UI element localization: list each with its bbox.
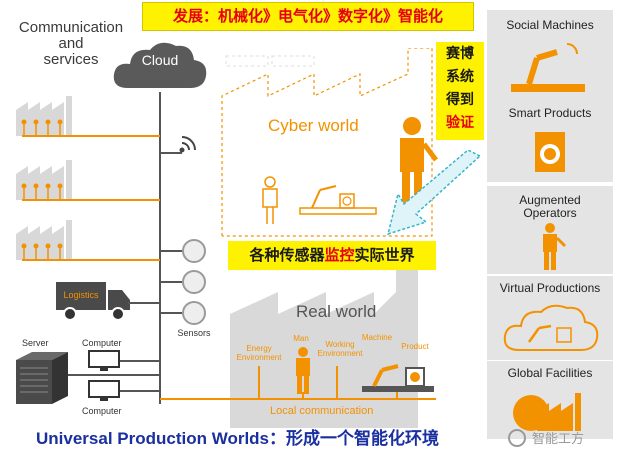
panel-augmented-operators: Augmented Operators <box>487 186 613 274</box>
communication-services-label: Communication and services <box>18 19 124 68</box>
dial-sensor-icon <box>182 270 206 294</box>
cloud-icon <box>113 42 207 88</box>
panel-social-machines: Social Machines <box>487 10 613 100</box>
top-banner: 发展：机械化》电气化》数字化》智能化 <box>142 2 474 31</box>
machine-label: Machine <box>361 333 393 342</box>
local-comm-tick-4 <box>396 392 398 398</box>
truck-icon <box>56 282 130 321</box>
cyber-verified-callout: 赛博 系统 得到 验证 <box>436 42 484 140</box>
gauge-sensor-icon <box>182 239 206 263</box>
worker-icon <box>296 347 310 394</box>
cyber-world-label: Cyber world <box>268 116 359 135</box>
wireless-icon <box>179 136 196 153</box>
robot-arm-outline-icon <box>299 185 377 215</box>
logistics-label: Logistics <box>63 290 99 300</box>
factory-2-link <box>22 199 160 201</box>
probe-sensor-icon <box>182 301 206 325</box>
factory-3-link <box>22 259 160 261</box>
computer-icon-top <box>88 350 120 371</box>
panel-title-smart-products: Smart Products <box>508 106 592 120</box>
local-comm-tick-2 <box>302 392 304 398</box>
local-comm-line <box>160 398 436 400</box>
panel-virtual-productions: Virtual Productions <box>487 276 613 360</box>
local-comm-tick-3 <box>336 366 338 398</box>
factory-icon-3 <box>16 220 72 260</box>
panel-smart-products: Smart Products <box>487 100 613 182</box>
sensor-link-1 <box>160 250 182 252</box>
factory-icon-1 <box>16 96 72 136</box>
computer-link-bottom <box>120 390 160 392</box>
local-communication-label: Local communication <box>270 405 374 417</box>
real-world-label: Real world <box>296 302 377 321</box>
man-label: Man <box>293 334 309 343</box>
logistics-link <box>128 302 160 304</box>
sensor-link-3 <box>160 312 182 314</box>
sensor-monitoring-callout: 各种传感器监控实际世界 <box>228 241 436 270</box>
server-icon <box>16 352 68 404</box>
sensors-label: Sensors <box>177 328 211 338</box>
global-factory-icon <box>513 393 581 431</box>
panel-title-global-facilities: Global Facilities <box>507 366 593 380</box>
panel-title-virtual-productions: Virtual Productions <box>499 281 601 295</box>
robot-arm-icon <box>511 43 585 92</box>
wireless-link <box>160 152 182 154</box>
cyber-world-outline <box>221 48 433 237</box>
computer-label-bottom: Computer <box>82 406 122 416</box>
verification-arrow-icon <box>386 150 482 236</box>
factory-icon-2 <box>16 160 72 200</box>
main-network-line <box>159 92 161 404</box>
robot-machine-icon <box>362 364 434 392</box>
washing-machine-icon <box>535 132 565 172</box>
panel-title-augmented-operators: Augmented Operators <box>519 193 581 220</box>
product-label: Product <box>401 342 429 351</box>
server-link <box>68 374 160 376</box>
computer-icon-bottom <box>88 380 120 401</box>
local-comm-tick-1 <box>258 366 260 398</box>
bottom-caption: Universal Production Worlds：形成一个智能化环境 <box>36 429 440 449</box>
watermark-logo-icon <box>508 428 526 447</box>
augmented-operator-icon <box>543 223 567 270</box>
person-outline-icon <box>262 176 278 224</box>
operator-icon <box>400 117 438 204</box>
factory-1-link <box>22 135 160 137</box>
sensor-link-2 <box>160 281 182 283</box>
panel-title-social-machines: Social Machines <box>506 18 594 32</box>
computer-label-top: Computer <box>82 338 122 348</box>
watermark: 智能工方 <box>508 428 584 447</box>
virtual-cloud-icon <box>503 304 599 351</box>
computer-link-top <box>120 360 160 362</box>
server-label: Server <box>22 338 49 348</box>
cloud-label: Cloud <box>141 52 179 68</box>
panel-global-facilities: Global Facilities <box>487 361 613 439</box>
